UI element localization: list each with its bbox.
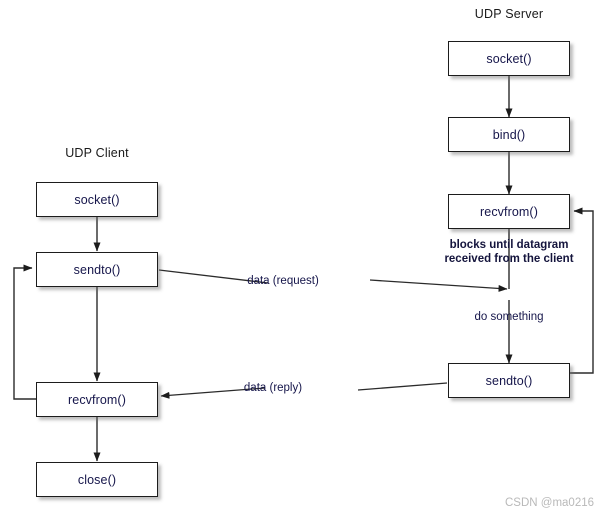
edge-server-loop-back <box>570 207 594 374</box>
node-server-bind[interactable]: bind() <box>448 117 570 152</box>
note-do-something: do something <box>474 311 544 323</box>
node-client-recvfrom-label: recvfrom() <box>68 392 126 407</box>
note-blocks-line-1: blocks until datagram <box>449 239 569 251</box>
edge-data-request-right <box>369 279 508 292</box>
node-client-socket[interactable]: socket() <box>36 182 158 217</box>
note-blocks-line-2: received from the client <box>444 253 574 265</box>
node-client-recvfrom[interactable]: recvfrom() <box>36 382 158 417</box>
node-client-sendto[interactable]: sendto() <box>36 252 158 287</box>
note-blocks-until-datagram: blocks until datagram received from the … <box>419 238 599 266</box>
edge-label-data-reply: data (reply) <box>243 382 303 394</box>
node-server-socket-label: socket() <box>486 51 532 66</box>
edge-data-request-left <box>158 269 269 284</box>
edge-data-reply-right <box>357 382 448 391</box>
node-client-sendto-label: sendto() <box>73 262 121 277</box>
server-column-title: UDP Server <box>474 7 544 21</box>
node-server-sendto[interactable]: sendto() <box>448 363 570 398</box>
node-server-recvfrom[interactable]: recvfrom() <box>448 194 570 229</box>
node-client-close-label: close() <box>77 472 117 487</box>
node-server-bind-label: bind() <box>492 127 526 142</box>
node-client-socket-label: socket() <box>74 192 120 207</box>
edge-data-reply-left <box>160 387 266 399</box>
edge-label-data-request: data (request) <box>247 275 319 287</box>
node-server-sendto-label: sendto() <box>485 373 533 388</box>
node-server-socket[interactable]: socket() <box>448 41 570 76</box>
client-column-title: UDP Client <box>65 146 129 160</box>
node-client-close[interactable]: close() <box>36 462 158 497</box>
watermark-csdn: CSDN @ma0216 <box>505 497 595 509</box>
node-server-recvfrom-label: recvfrom() <box>480 204 538 219</box>
edge-client-loop-back <box>13 264 36 400</box>
